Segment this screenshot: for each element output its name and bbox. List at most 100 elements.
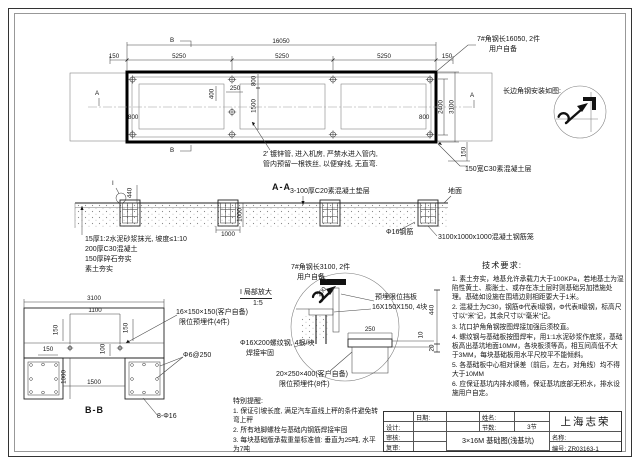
detail-scale: 1:5	[253, 300, 263, 307]
special-item: 3. 每块基础版承载重量标准值: 垂直为25吨, 水平为7吨	[233, 437, 376, 454]
dim-800-right: 800	[419, 114, 430, 121]
tech-requirements-list: 1. 素土夯实，地基允许承载力大于100KPa，若地基土为湿陷性黄土、膨胀土、或…	[452, 275, 624, 399]
angle-install-detail	[553, 85, 607, 139]
tb-cell-empty	[447, 422, 480, 432]
dim-150-side: 150	[460, 146, 468, 158]
dim-440-aa: 440	[126, 187, 134, 199]
dim-400: 400	[208, 88, 216, 100]
tb-name-field-label: 名称:	[550, 432, 621, 442]
tb-sections-value: 3节	[515, 422, 550, 432]
detail-angle-note-1: 7#角钢长3100, 2件	[291, 264, 351, 271]
section-bb-title: B-B	[85, 405, 104, 415]
special-item: 2. 所有地脚螺栓与基础内钢筋焊接牢固	[233, 427, 348, 435]
tb-number: 编号: ZR03163-1	[552, 446, 599, 451]
bb-dim-1000: 1000	[60, 370, 68, 384]
tb-cell-empty	[414, 442, 447, 451]
marker-b-bottom: B	[170, 147, 175, 154]
section-aa-title: A-A	[272, 182, 291, 192]
ground-label: 地面	[448, 188, 462, 195]
bb-dim-100: 100	[99, 343, 107, 355]
dim-1500: 1500	[250, 99, 258, 113]
angle-steel-note-1: 7#角钢长16050, 2件	[477, 36, 541, 43]
dim-1000-h: 1000	[221, 231, 235, 238]
detail-i	[290, 272, 440, 382]
section-bb	[23, 299, 184, 417]
bb-dim-150-c: 150	[42, 346, 54, 353]
dim-bay3: 5250	[377, 53, 391, 60]
embed-label-2: 限位预埋件(8件)	[279, 381, 330, 388]
special-notes-title: 特别提醒:	[233, 398, 263, 405]
title-block: 日期: 姓名: 上海志荣 设计: 节数: 3节 审核: 3×16M 基础图(浅基…	[383, 411, 622, 452]
bb-dim-3100: 3100	[87, 295, 101, 302]
detail-title: I 局部放大	[240, 289, 272, 300]
bb-stirrup-label: Φ6@250	[183, 352, 212, 359]
tb-cell-empty	[384, 412, 414, 422]
tech-item: 4. 螺纹钢与基础板按图焊牢，用1:1水泥砂浆作底浆，基础板高出基坑地面10MM…	[452, 333, 623, 359]
detail-mark: I	[112, 180, 114, 187]
tech-item: 2. 混凝土为C30，钢筋Φ代表Ⅰ级钢，Φ代表Ⅱ级钢，标高尺寸以“米”记，其余尺…	[452, 304, 622, 321]
bb-dim-1100: 1100	[88, 307, 102, 314]
rod-label-2: 焊接牢固	[246, 350, 274, 357]
dim-440-detail: 440	[428, 304, 436, 316]
dim-3100: 3100	[448, 100, 456, 114]
bb-dim-1500: 1500	[87, 379, 101, 386]
stop-plate-label-2: 16X150X150, 4块	[372, 304, 428, 311]
dim-1000-v: 1000	[236, 208, 244, 222]
cushion-label: 3-100厚C20素混凝土垫层	[290, 188, 370, 195]
dim-800-top: 800	[250, 75, 258, 87]
tb-cell-empty	[447, 412, 480, 422]
pipe-note-2: 管内预留一根铁丝, 以便穿线, 无直弯.	[263, 161, 378, 168]
tb-review-label: 审核:	[384, 432, 414, 442]
rebar-label: Φ16钢筋	[386, 229, 414, 236]
bb-embed-label-2: 限位预埋件(4件)	[179, 319, 230, 326]
dim-end-right: 150	[441, 53, 453, 60]
tb-cell-empty	[414, 432, 447, 442]
dim-bay2: 5250	[275, 53, 289, 60]
tb-name-label: 姓名:	[480, 412, 515, 422]
rod-label-1: Φ16X200螺纹钢, 4根/块	[240, 340, 315, 347]
tb-sections-label: 节数:	[480, 422, 515, 432]
bb-dim-150-a: 150	[52, 324, 60, 336]
tech-item: 6. 应保证基坑内排水顺畅，保证基坑底部无积水，排水设施用户自定。	[452, 381, 620, 398]
tb-company: 上海志荣	[550, 412, 621, 432]
dim-250-detail: 250	[364, 326, 376, 333]
marker-a-left: A	[95, 90, 100, 97]
bb-dim-150-b: 150	[122, 322, 130, 334]
tb-drawing-title: 3×16M 基础图(浅基坑)	[447, 432, 550, 451]
sheet-frame	[8, 8, 632, 457]
tb-cell-empty	[515, 412, 550, 422]
aa-note-3: 150厚碎石夯实	[85, 256, 132, 263]
aa-note-1: 15厚1:2水泥砂浆抹光, 坡度≤1:10	[85, 236, 187, 243]
stop-plate-label-1: 预埋限位挡板	[375, 294, 417, 301]
embed-label-1: 20×250×400(客户自备)	[276, 371, 348, 378]
dim-bay1: 5250	[172, 53, 186, 60]
plan-view	[69, 40, 493, 167]
tb-cell-empty	[414, 422, 447, 432]
marker-b-top: B	[170, 37, 175, 44]
tech-item: 3. 坑口护角角钢按图焊接加强后须校直。	[452, 323, 574, 331]
dim-10-detail: 10	[417, 331, 425, 339]
tech-item: 1. 素土夯实，地基允许承载力大于100KPa，若地基土为湿陷性黄土、膨胀土、或…	[452, 276, 624, 302]
bb-embed-label-1: 16×150×150(客户自备)	[176, 309, 248, 316]
concrete-edge-label: 150宽C30素混凝土层	[465, 166, 532, 173]
bb-rebar-label: 8-Φ16	[157, 413, 177, 420]
tb-design-label: 设计:	[384, 422, 414, 432]
dim-20-detail: 20	[428, 344, 436, 352]
long-edge-install-label: 长边角钢安装如图:	[503, 88, 561, 95]
aa-note-4: 素土夯实	[85, 266, 113, 273]
dim-250: 250	[229, 85, 241, 92]
tech-item: 5. 各基础板中心相对误差（前后，左右，对角线）均不得大于10MM	[452, 361, 620, 379]
tech-requirements-title: 技术要求:	[482, 261, 523, 270]
section-aa	[74, 185, 452, 237]
tb-date-label: 日期:	[414, 412, 447, 422]
marker-a-right: A	[470, 92, 475, 99]
special-notes-list: 1. 保证引坡长度, 满足汽车直线上秤的条件避免转弯上秤 2. 所有地脚螺栓与基…	[233, 407, 381, 456]
dim-total: 16050	[272, 38, 290, 45]
cage-label: 3100x1000x1000混凝土钢筋笼	[438, 234, 534, 241]
angle-steel-note-2: 用户自备	[489, 46, 517, 53]
detail-angle-note-2: 用户自备	[297, 274, 325, 281]
tb-recheck-label: 复审:	[384, 442, 414, 451]
pipe-note-1: 2′ 镀锌管, 进入机房, 严禁水进入管内,	[263, 151, 378, 158]
